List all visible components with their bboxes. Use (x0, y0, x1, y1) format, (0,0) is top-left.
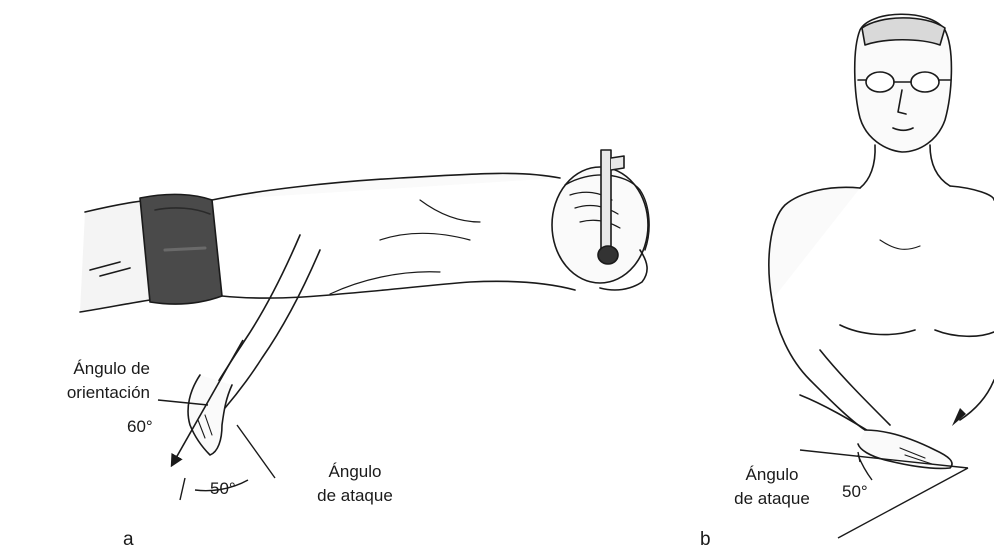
swimmer-front (769, 14, 994, 468)
attack-label-b-line2: de ataque (712, 487, 832, 511)
attack-label-a-line1: Ángulo (290, 460, 420, 484)
attack-label-b: Ángulo de ataque (712, 463, 832, 511)
orientation-label: Ángulo de orientación (0, 357, 150, 405)
orientation-label-line2: orientación (0, 381, 150, 405)
panel-letter-b: b (700, 528, 711, 552)
swimmer-prone (80, 150, 649, 455)
attack-label-a-line2: de ataque (290, 484, 420, 508)
orientation-angle-value: 60° (127, 415, 153, 439)
panel-letter-a: a (123, 528, 134, 552)
orientation-label-line1: Ángulo de (0, 357, 150, 381)
attack-angle-value-b: 50° (842, 480, 868, 504)
attack-label-a: Ángulo de ataque (290, 460, 420, 508)
attack-angle-value-a: 50° (210, 477, 236, 501)
attack-label-b-line1: Ángulo (712, 463, 832, 487)
goggle (598, 246, 618, 264)
snorkel (601, 150, 611, 260)
